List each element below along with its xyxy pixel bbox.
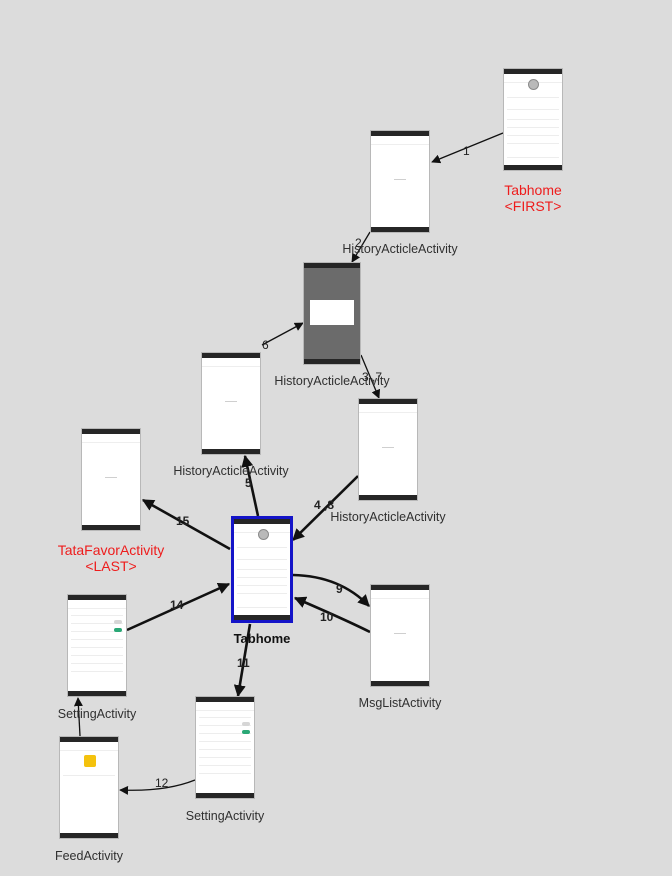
- node-label-feed: FeedActivity: [54, 849, 124, 863]
- node-label-history-2: HistoryActicleActivity: [274, 374, 390, 388]
- edge-n4-to-n6: [292, 475, 359, 541]
- edge-n7-to-n6: [293, 596, 371, 634]
- edge-label-3-7: 3 ,7: [362, 370, 383, 384]
- edge-label-14: 14: [170, 598, 184, 612]
- edge-label-2: 2: [355, 236, 362, 250]
- node-label-tabhome-first: Tabhome<FIRST>: [504, 182, 562, 214]
- edge-n3-to-n2: [261, 322, 304, 346]
- edge-label-9: 9: [336, 582, 343, 596]
- edge-n8-to-n6: [126, 582, 231, 632]
- edge-n6-to-n9: [233, 623, 252, 698]
- edge-n6-to-n3: [241, 454, 260, 517]
- edge-label-11: 11: [237, 656, 250, 670]
- node-label-tabhome-current: Tabhome: [233, 631, 291, 646]
- edge-label-5: 5: [245, 476, 252, 490]
- edge-label-6: 6: [262, 338, 269, 352]
- edge-label-4-8: 4 ,8: [314, 498, 335, 512]
- edge-n0-to-n1: [431, 132, 504, 164]
- edge-n10-to-n8: [73, 697, 83, 737]
- edge-label-12: 12: [155, 776, 169, 790]
- edge-n9-to-n10: [119, 779, 196, 795]
- node-label-setting-1: SettingActivity: [57, 707, 137, 721]
- edge-label-1: 1: [463, 144, 470, 158]
- edge-label-10: 10: [320, 610, 334, 624]
- edge-n6-to-n7: [292, 573, 370, 607]
- node-label-msglist: MsgListActivity: [358, 696, 442, 710]
- edge-n1-to-n2: [351, 231, 371, 263]
- node-label-history-4: HistoryActicleActivity: [330, 510, 446, 524]
- node-label-history-3: HistoryActicleActivity: [173, 464, 289, 478]
- node-label-history-1: HistoryActicleActivity: [342, 242, 458, 256]
- warning-icon: [84, 755, 97, 768]
- edge-label-15: 15: [176, 514, 190, 528]
- node-label-tatafavor-last: TataFavorActivity<LAST>: [57, 542, 165, 574]
- node-label-setting-2: SettingActivity: [185, 809, 265, 823]
- edge-n6-to-n5: [141, 498, 231, 551]
- edge-n2-to-n4: [360, 354, 381, 399]
